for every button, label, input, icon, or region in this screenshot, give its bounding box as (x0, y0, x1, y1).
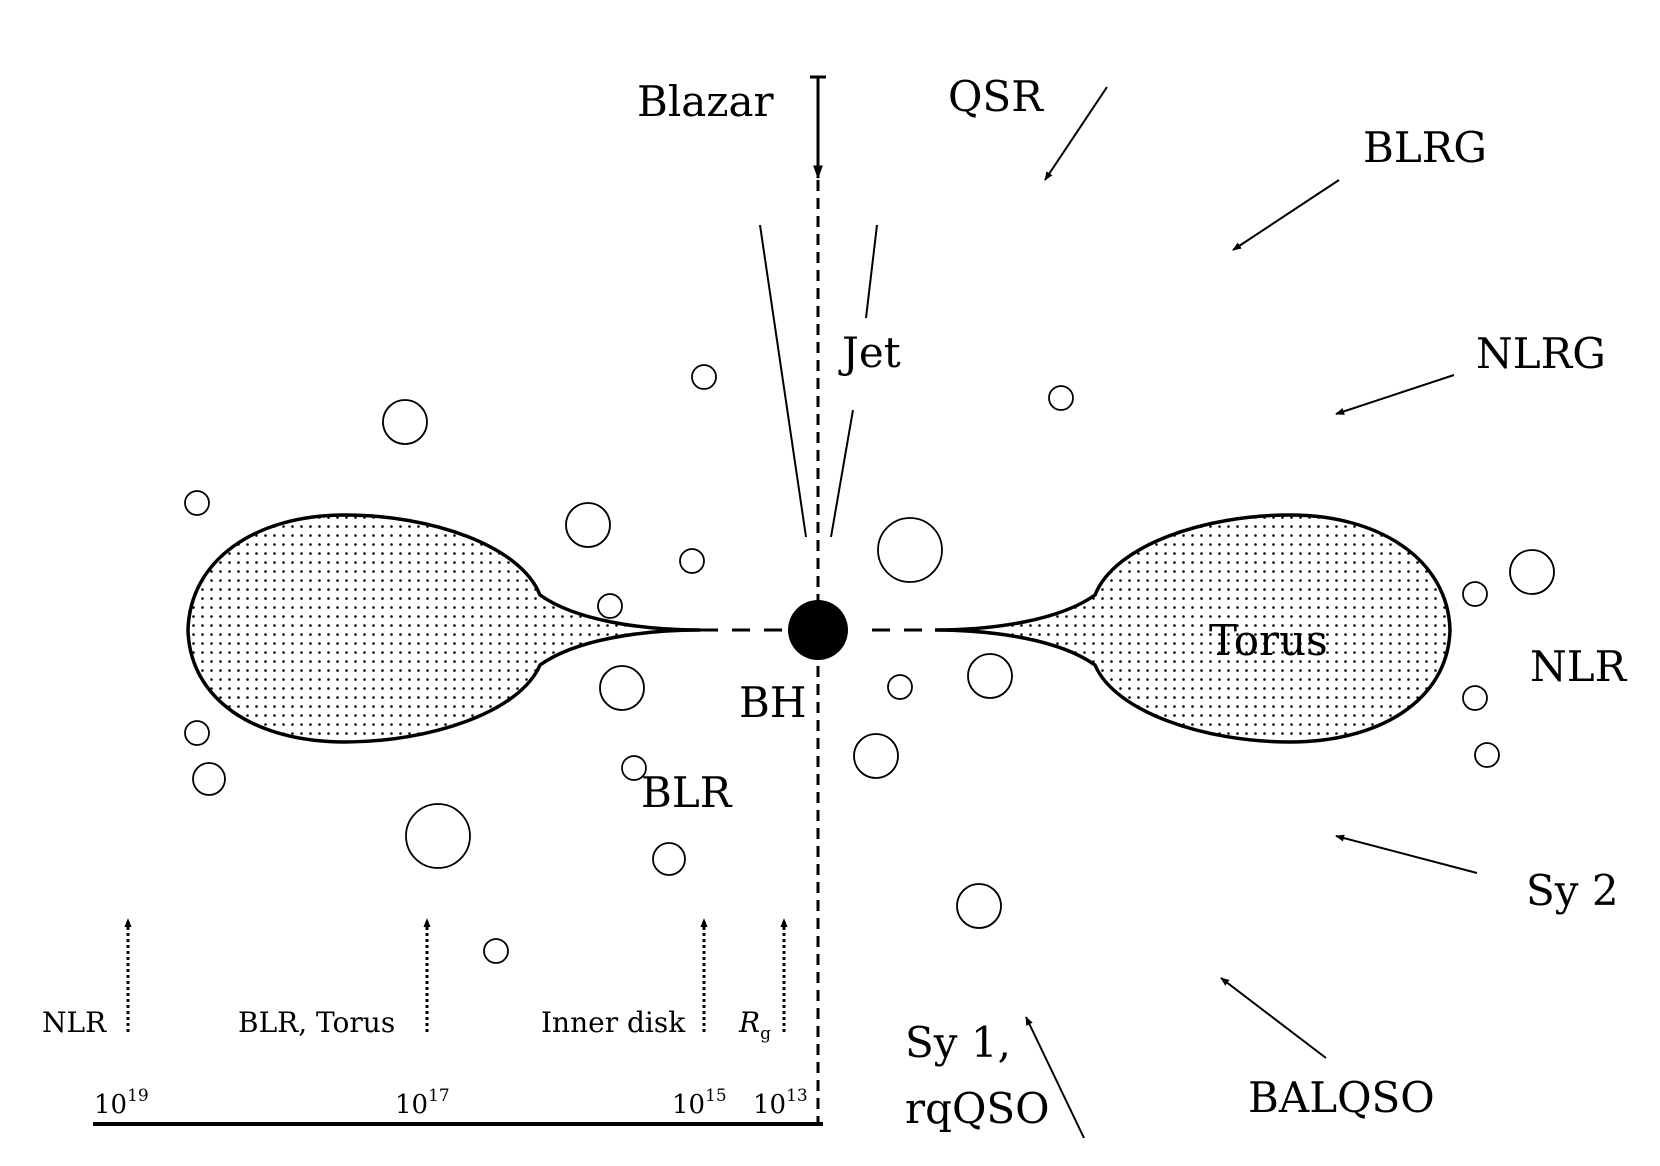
tick-base: 10 (753, 1090, 786, 1120)
tick-label-1e15: 1015 (672, 1086, 727, 1120)
nlr-label: NLR (1530, 642, 1628, 691)
sy1-label-line2: rqQSO (905, 1084, 1050, 1133)
bh-label: BH (739, 678, 807, 727)
scale-inner-disk-label: Inner disk (541, 1006, 686, 1039)
cloud (877, 517, 943, 583)
cloud (1462, 685, 1488, 711)
torus-right (934, 513, 1452, 744)
sy1-arrow (1025, 1016, 1085, 1139)
tick-base: 10 (395, 1090, 428, 1120)
tick-base: 10 (94, 1090, 127, 1120)
cloud (192, 762, 226, 796)
tick-exponent: 15 (705, 1086, 727, 1106)
jet-cone-left (759, 224, 807, 538)
qsr-label: QSR (948, 72, 1044, 121)
nlrg-label: NLRG (1476, 329, 1606, 378)
cloud (691, 364, 717, 390)
cloud (184, 490, 210, 516)
cloud (565, 502, 611, 548)
cloud (184, 720, 210, 746)
rg-main: R (738, 1006, 760, 1039)
scale-rg-label: Rg (738, 1006, 771, 1044)
qsr-arrow (1044, 86, 1108, 181)
cloud (956, 883, 1002, 929)
tick-label-1e19: 1019 (94, 1086, 149, 1120)
balqso-label: BALQSO (1248, 1073, 1435, 1122)
torus-left (186, 513, 701, 744)
cloud (483, 938, 509, 964)
blrg-label: BLRG (1363, 123, 1487, 172)
jet-label: Jet (838, 328, 901, 377)
blrg-arrow (1232, 179, 1340, 251)
blr-label: BLR (641, 768, 733, 817)
balqso-arrow (1220, 977, 1327, 1059)
sy2-label: Sy 2 (1526, 866, 1619, 915)
cloud (599, 665, 645, 711)
cloud (597, 593, 623, 619)
cloud (853, 733, 899, 779)
rg-subscript: g (760, 1024, 771, 1044)
tick-label-1e17: 1017 (395, 1086, 450, 1120)
cloud (405, 803, 471, 869)
blazar-label: Blazar (637, 77, 775, 126)
cloud (887, 674, 913, 700)
scale-blr-torus-label: BLR, Torus (238, 1006, 395, 1039)
cloud (382, 399, 428, 445)
tick-base: 10 (672, 1090, 705, 1120)
cloud (679, 548, 705, 574)
tick-exponent: 17 (428, 1086, 450, 1106)
jet-cone-right-lower (830, 409, 854, 538)
black-hole (788, 600, 848, 660)
cloud (1474, 742, 1500, 768)
sy2-arrow (1335, 834, 1478, 874)
torus-label: Torus (1209, 616, 1328, 665)
scale-nlr-label: NLR (42, 1006, 107, 1039)
sy1-label-line1: Sy 1, (905, 1018, 1011, 1067)
cloud (1048, 385, 1074, 411)
clouds (184, 364, 1555, 964)
tick-exponent: 13 (786, 1086, 808, 1106)
cloud (652, 842, 686, 876)
cloud (967, 653, 1013, 699)
cloud (1509, 549, 1555, 595)
cloud (1462, 581, 1488, 607)
cloud (621, 755, 647, 781)
jet-cone-right-upper (865, 224, 878, 319)
nlrg-arrow (1335, 374, 1455, 415)
tick-exponent: 19 (127, 1086, 149, 1106)
tick-label-1e13: 1013 (753, 1086, 808, 1120)
